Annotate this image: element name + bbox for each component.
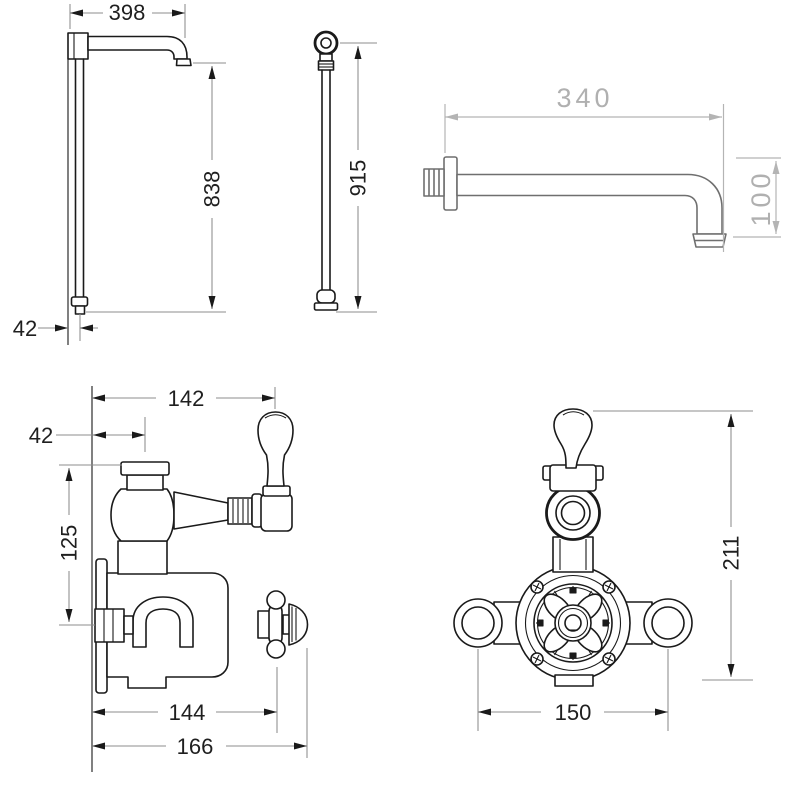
inlet-pipe [126, 474, 164, 491]
dim-arm-reach-label: 398 [109, 0, 146, 25]
dim-rail-length-label: 915 [346, 160, 371, 197]
dim-wall-offset: 42 [13, 314, 98, 341]
cross-handle-lobe-top [266, 590, 286, 610]
outlet-stub [123, 615, 134, 635]
cross-handle-front [543, 593, 603, 653]
dim-inlet-to-outlet: 125 [57, 464, 122, 626]
dim-riser-height: 838 [86, 62, 226, 313]
arm-wall-flange [443, 156, 458, 211]
dim-arm-drop-100-label: 100 [746, 169, 776, 226]
flange-screws [530, 580, 616, 666]
riser-arm-tube [87, 35, 188, 60]
dim-arm-drop-100: 100 [733, 157, 781, 238]
dim-body-depth-label: 144 [169, 700, 206, 725]
dim-inlet-centres: 150 [477, 649, 669, 731]
drawing-riser-rail: 915 [313, 30, 377, 313]
diverter-cone [173, 491, 229, 530]
drawing-wall-shower-arm: 340 100 [423, 83, 781, 252]
valve-upper-bulge [110, 488, 175, 542]
drawing-valve-front: 211 150 [453, 408, 753, 731]
cross-handle-bar [268, 604, 283, 645]
dim-valve-wall-to-inlet-label: 42 [29, 423, 53, 448]
lever-bracket [549, 464, 597, 492]
valve-neck [117, 540, 168, 575]
dim-max-depth-label: 166 [177, 734, 214, 759]
dim-wall-offset-label: 42 [13, 316, 37, 341]
lever-grip-front [553, 408, 593, 469]
riser-wall-bracket [67, 32, 89, 60]
dim-body-depth: 144 [92, 667, 278, 733]
dim-max-depth: 166 [92, 648, 308, 759]
dim-valve-wall-to-inlet: 42 [29, 417, 146, 452]
dim-inlet-to-outlet-label: 125 [57, 525, 82, 562]
drawing-riser-arm-side: 398 838 42 [13, 0, 226, 345]
inlet-flange [120, 461, 170, 476]
riser-bottom-fitting [70, 296, 89, 307]
dim-inlet-centres-label: 150 [555, 700, 592, 725]
front-neck [552, 536, 594, 573]
dim-arm-reach-340: 340 [444, 83, 725, 252]
rail-top-fitting [317, 60, 335, 71]
dim-rail-length: 915 [336, 42, 377, 313]
cross-handle-lobe-bottom [266, 639, 286, 659]
bottom-outlet-tab [554, 674, 594, 687]
lever-mount [260, 493, 293, 532]
drawing-valve-side: 142 42 125 144 166 [29, 386, 309, 772]
dim-riser-height-label: 838 [200, 171, 225, 208]
dial-ticks [536, 586, 610, 660]
dome-cap [288, 603, 309, 646]
dim-valve-height-label: 211 [719, 535, 744, 570]
rail-bottom-fitting [316, 289, 336, 304]
dim-arm-reach-340-label: 340 [556, 83, 613, 113]
dial-ring [533, 583, 613, 663]
lever-grip-side [257, 411, 294, 487]
rail-top-collar [319, 53, 333, 62]
outlet-return-bend [132, 596, 194, 648]
dim-valve-projection-label: 142 [168, 386, 205, 411]
riser-arm-outlet [175, 58, 192, 67]
dim-valve-height: 211 [593, 410, 753, 681]
outlet-hex-union [94, 608, 125, 643]
arm-tube [456, 173, 723, 235]
valve-flange-ring [524, 574, 622, 672]
dim-valve-projection: 142 [92, 386, 276, 411]
lever-base [262, 485, 291, 497]
dim-arm-reach: 398 [69, 0, 186, 38]
valve-body-side [106, 572, 229, 689]
